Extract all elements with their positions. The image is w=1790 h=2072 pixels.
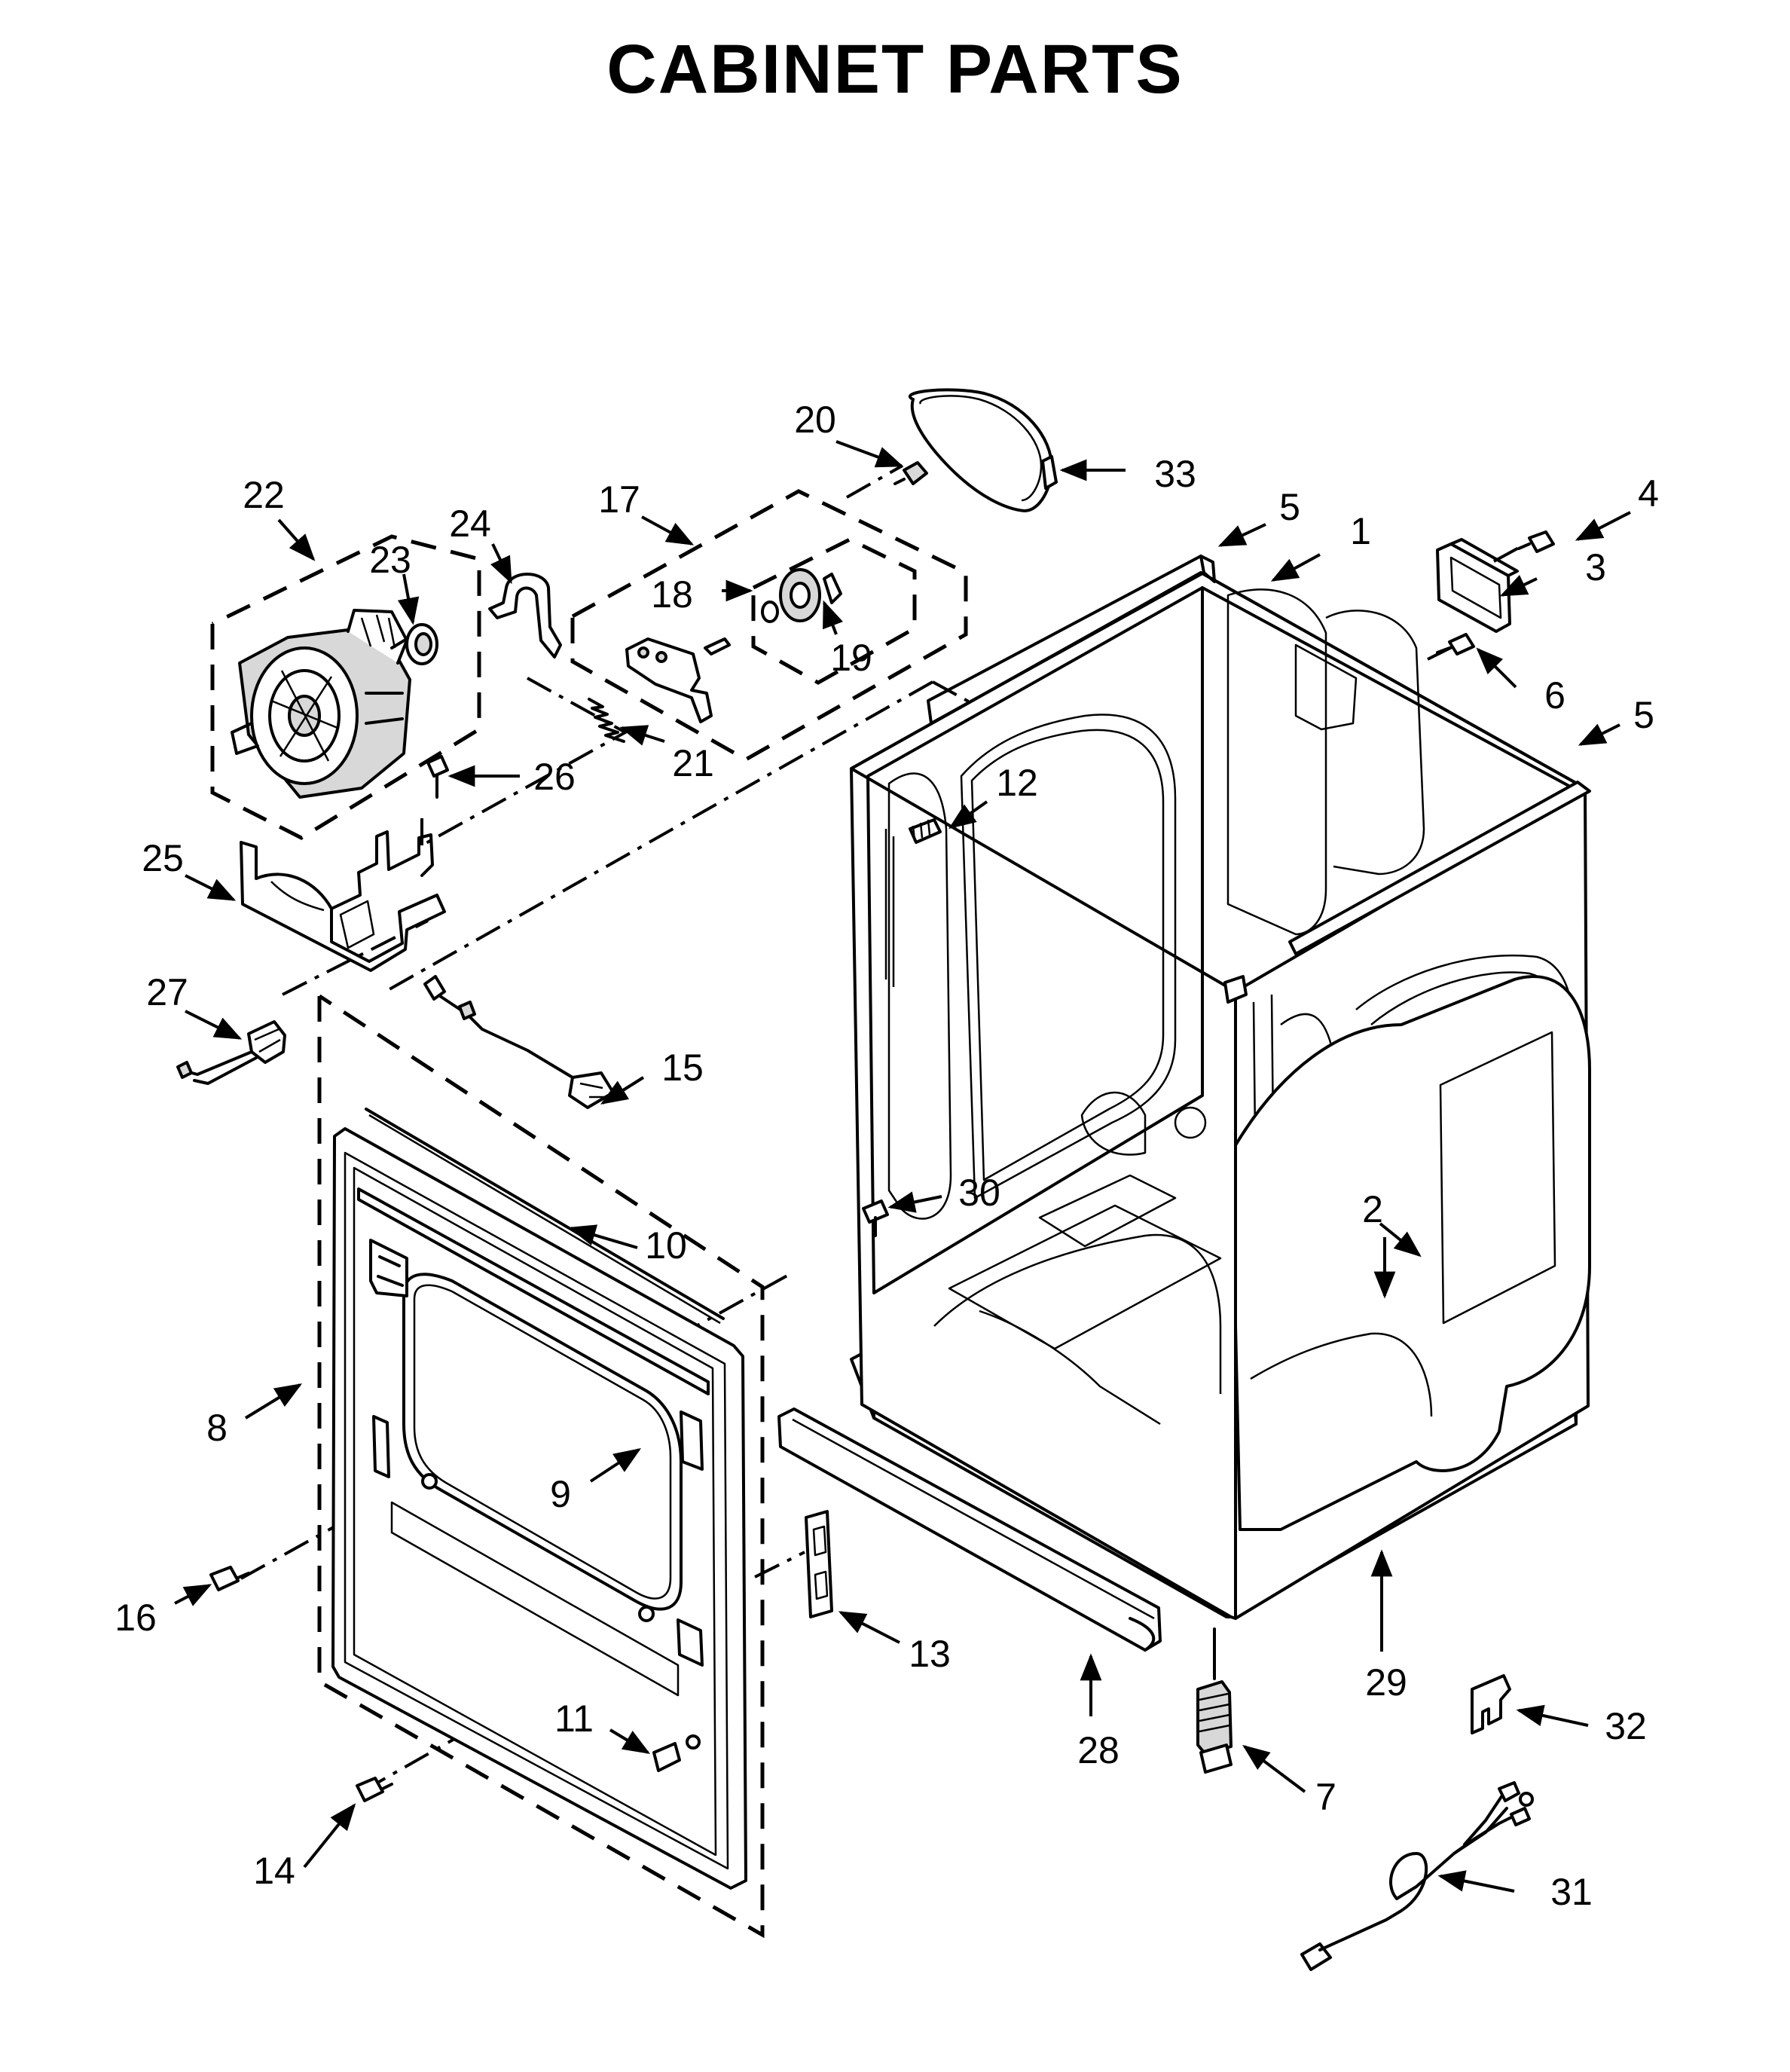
screw-26[interactable] [426, 755, 449, 799]
callout-15: 15 [661, 1047, 704, 1089]
bracket[interactable] [1436, 538, 1519, 633]
callout-33: 33 [1154, 453, 1196, 495]
callout-24: 24 [449, 503, 491, 545]
screw-16[interactable] [209, 1566, 250, 1591]
callout-13: 13 [909, 1633, 951, 1675]
callout-4: 4 [1638, 472, 1659, 515]
leveling-leg[interactable] [1196, 1627, 1233, 1774]
callout-17: 17 [598, 478, 640, 521]
motor-pulley[interactable] [390, 623, 438, 665]
callout-19: 19 [830, 637, 872, 679]
power-cord[interactable] [1300, 1781, 1534, 1971]
clip[interactable] [1471, 1674, 1511, 1734]
toe-panel[interactable] [777, 1407, 1162, 1652]
screw-6[interactable] [1436, 633, 1475, 656]
front-panel-trim[interactable] [365, 1108, 725, 1325]
callout-11: 11 [554, 1698, 594, 1740]
callout-6: 6 [1544, 674, 1565, 717]
badge[interactable] [652, 1742, 681, 1772]
callout-28: 28 [1077, 1729, 1120, 1771]
front-panel[interactable] [331, 1127, 747, 1890]
callout-27: 27 [146, 971, 188, 1013]
door-strike[interactable] [805, 1510, 833, 1618]
front-panel-group-outline [317, 994, 765, 1939]
callout-10: 10 [645, 1224, 687, 1267]
callout-9: 9 [550, 1473, 571, 1515]
drive-belt[interactable] [909, 388, 1058, 512]
callout-2: 2 [1362, 1188, 1383, 1230]
page-title: CABINET PARTS [606, 31, 1184, 108]
callout-3: 3 [1585, 546, 1606, 588]
callout-22: 22 [243, 474, 285, 516]
idler-pulley-shaft[interactable] [704, 637, 731, 656]
screw-30[interactable] [862, 1199, 889, 1237]
callout-20: 20 [794, 399, 836, 441]
callout-16: 16 [115, 1597, 157, 1639]
callout-26: 26 [533, 756, 576, 798]
callout-30: 30 [958, 1172, 1000, 1214]
motor-group-outline [210, 534, 481, 840]
idler-arm[interactable] [625, 637, 713, 723]
door-harness[interactable] [423, 975, 615, 1109]
screw-4[interactable] [1517, 530, 1555, 553]
idler-group-outline [570, 489, 968, 762]
screw-12[interactable] [909, 818, 942, 844]
motor-mount[interactable] [240, 830, 446, 972]
screw-14[interactable] [356, 1777, 393, 1802]
callout-1: 1 [1350, 510, 1371, 552]
callout-25: 25 [142, 837, 184, 879]
motor-switch[interactable] [176, 1020, 286, 1085]
callout-32: 32 [1605, 1705, 1647, 1747]
callout-21: 21 [672, 742, 714, 784]
callout-8: 8 [206, 1407, 228, 1449]
idler-pulley[interactable] [779, 568, 842, 622]
callout-14: 14 [253, 1850, 295, 1892]
callout-23: 23 [369, 539, 411, 581]
idler-pulley-subgroup-outline [751, 537, 917, 685]
motor-clamp[interactable] [488, 573, 562, 659]
leader-arrows [174, 440, 1631, 1893]
callout-31: 31 [1550, 1871, 1593, 1913]
callout-7: 7 [1315, 1776, 1336, 1818]
idler-spring[interactable] [588, 698, 625, 743]
callout-18: 18 [651, 573, 693, 616]
callout-29: 29 [1365, 1661, 1407, 1704]
idler-washer[interactable] [761, 601, 779, 623]
screw-20[interactable] [893, 461, 928, 485]
callout-12: 12 [996, 762, 1038, 804]
callout-5b: 5 [1633, 694, 1654, 736]
drive-motor[interactable] [231, 609, 411, 799]
callout-labels: 1 2 3 4 5 5 6 7 8 9 10 11 12 13 14 15 16… [115, 399, 1659, 1913]
callout-5a: 5 [1279, 486, 1300, 528]
